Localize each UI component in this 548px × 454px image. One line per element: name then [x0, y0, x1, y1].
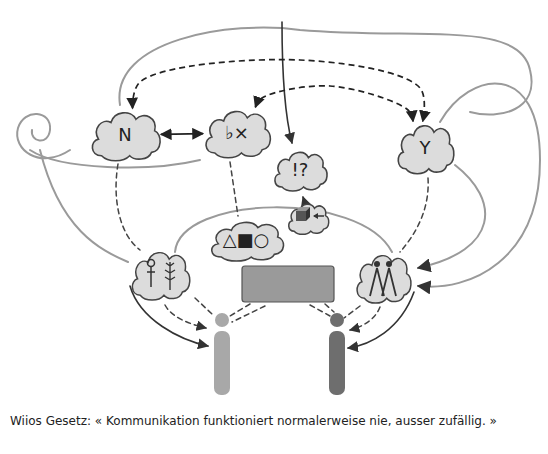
figures-icon [374, 261, 380, 267]
connector [255, 86, 413, 122]
cloud-text-box: N [86, 106, 164, 164]
figure-icon [148, 260, 155, 267]
spiral-line [17, 114, 70, 158]
dashed-line [165, 305, 206, 328]
cube-icon [306, 207, 310, 221]
figures-icon [386, 261, 392, 267]
icon-cloud [357, 256, 411, 303]
cloud-shape [206, 111, 270, 157]
thought-cloud: N [86, 106, 164, 164]
thought-cloud: ♭× [200, 105, 274, 161]
cloud-label: !? [292, 160, 309, 181]
cube-icon [296, 211, 306, 221]
dashed-line [400, 178, 428, 252]
dashed-line [350, 307, 380, 330]
cloud-text-box: △■○ [205, 217, 288, 264]
cloud-label: ♭× [225, 123, 249, 144]
person-body [329, 331, 345, 395]
cloud-shape [275, 152, 327, 191]
figure-icon [147, 267, 155, 287]
cloud-shape [398, 126, 454, 174]
cloud-shape [92, 113, 160, 161]
dashed-line [116, 164, 140, 250]
fan-line [195, 298, 212, 314]
cloud-label: Y [420, 138, 431, 159]
fan-line [232, 306, 265, 322]
icon-cloud [289, 204, 329, 234]
caption: Wiios Gesetz: « Kommunikation funktionie… [10, 414, 540, 430]
grey-loop [418, 84, 540, 287]
icon-cloud [132, 253, 189, 300]
person-head [330, 313, 344, 327]
figures-icon [370, 268, 396, 296]
fan-line [325, 304, 334, 312]
cloud-label: N [118, 125, 131, 146]
plant-icon [165, 262, 175, 290]
cloud-text-box: ♭× [200, 105, 274, 161]
arrow-line [282, 22, 292, 143]
dashed-line [230, 162, 238, 216]
person-body [214, 331, 230, 395]
grey-line [40, 150, 128, 262]
cloud-label: △■○ [223, 230, 270, 251]
connector [133, 60, 425, 122]
cloud-shape [211, 222, 283, 261]
fan-line [344, 306, 360, 318]
arrow-icon [313, 213, 318, 219]
grey-loop [119, 28, 531, 115]
thought-cloud: Y [393, 119, 457, 177]
cloud-text-box: !? [270, 147, 330, 194]
person-head [215, 313, 229, 327]
connector [161, 133, 203, 135]
thought-cloud: !? [270, 147, 330, 194]
cloud-text-box: Y [393, 119, 457, 177]
screen-rectangle [242, 266, 334, 302]
thought-cloud: △■○ [205, 217, 288, 264]
